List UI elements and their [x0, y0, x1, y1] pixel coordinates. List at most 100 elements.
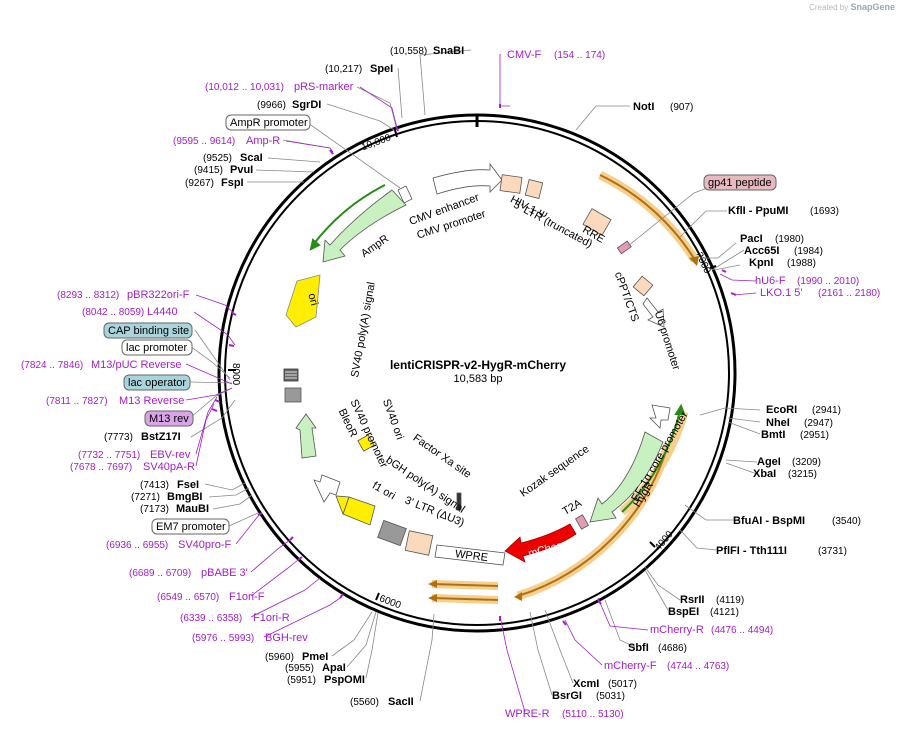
primer-site-mark: [297, 556, 303, 561]
plasmid-name: lentiCRISPR-v2-HygR-mCherry: [390, 358, 566, 372]
primer-leader: [185, 363, 233, 385]
enzyme-position: (3731): [818, 546, 847, 557]
leader-line: [644, 569, 669, 611]
leader-line: [679, 529, 718, 551]
boxed-label-m13-rev: M13 rev: [149, 413, 189, 425]
leader-line: [727, 421, 761, 435]
snapgene-watermark: Created by SnapGene: [809, 2, 895, 12]
primer-labels: CMV-F (154 .. 174) (10,012 .. 10,031) pR…: [21, 49, 880, 720]
ltr-box-2: [524, 179, 544, 199]
arrow-head: [689, 256, 699, 266]
enzyme-position: (4119): [716, 595, 744, 606]
primer-leaders: [185, 54, 757, 713]
primer-position: (7678 .. 7697): [70, 462, 132, 473]
primer-leader: [185, 387, 233, 401]
feature-label: WPRE: [454, 548, 488, 564]
primer-name: pBABE 3': [201, 567, 248, 579]
hygr-orf-line: [621, 409, 681, 513]
ltr3-box: [404, 530, 434, 556]
bleor-arrow-shape: [295, 413, 317, 459]
leader-line: [365, 612, 379, 679]
arrow-head: [674, 403, 686, 415]
feature-label: U6 promoter: [652, 310, 682, 372]
label-box: [123, 374, 191, 391]
leader-line: [529, 611, 553, 696]
snapgene-logo: SnapGene: [850, 2, 895, 12]
primer-leader: [195, 403, 215, 467]
primer-leader: [250, 539, 291, 573]
leader-line: [212, 494, 253, 510]
enzyme-name: ScaI: [240, 152, 263, 164]
leader-line: [575, 105, 630, 131]
primer-name: L4440: [147, 306, 178, 318]
leader-line: [307, 122, 401, 189]
enzyme-position: (9267): [185, 178, 214, 189]
gp41-box: [616, 240, 632, 255]
leader-line: [326, 103, 395, 131]
feature-label: Kozak sequence: [518, 443, 592, 499]
primer-leader: [597, 597, 649, 631]
enzyme-name: SnaBI: [433, 45, 464, 57]
enzyme-name: PflFI - Tth111I: [716, 545, 787, 557]
enzyme-position: (1980): [775, 234, 804, 245]
label-box: [103, 322, 193, 339]
primer-position: (2161 .. 2180): [818, 288, 880, 299]
feature-label: AmpR: [359, 233, 391, 260]
primer-name: CMV-F: [507, 49, 542, 61]
enzyme-name: MauBI: [176, 503, 209, 515]
primer-position: (4744 .. 4763): [667, 661, 729, 672]
enzyme-name: SbfI: [628, 642, 649, 654]
primer-name: SV40pro-F: [178, 539, 231, 551]
primer-position: (7824 .. 7846): [21, 360, 83, 371]
enzyme-name: SpeI: [370, 63, 393, 75]
feature-label: f1 ori: [370, 480, 397, 503]
ef1a-arrow-shape: [649, 404, 671, 429]
primer-leader: [195, 294, 237, 316]
enzyme-position: (9525): [203, 153, 232, 164]
enzyme-name: XcmI: [573, 678, 599, 690]
label-box: [144, 410, 194, 427]
arrow-head: [514, 592, 522, 601]
enzyme-name: BmtI: [761, 429, 785, 441]
primer-position: (8042 .. 8059): [82, 307, 144, 318]
enzyme-position: (10,558): [390, 46, 427, 57]
primer-site-mark: [395, 125, 399, 132]
enzyme-name: ApaI: [322, 662, 346, 674]
leader-line: [544, 609, 574, 684]
enzyme-position: (3209): [792, 457, 821, 468]
leader-line: [267, 157, 321, 163]
enzyme-position: (2941): [812, 405, 841, 416]
primer-position: (5976 .. 5993): [192, 633, 254, 644]
orf-mcherry-line: [517, 444, 669, 597]
tick-mark: [394, 129, 398, 138]
enzyme-name: PvuI: [230, 164, 253, 176]
leader-line: [699, 407, 761, 416]
sv40pro-arrow-shape: [313, 474, 341, 503]
primer-site-mark: [289, 536, 294, 541]
leader-line: [208, 487, 250, 498]
leader-line: [644, 566, 681, 601]
cmv-arrow-shape: [432, 162, 503, 195]
primer-name: WPRE-R: [505, 708, 550, 720]
primer-leader: [359, 86, 398, 129]
label-box: [225, 114, 311, 131]
primer-name: Amp-R: [246, 135, 280, 147]
enzyme-name: PacI: [740, 233, 763, 245]
primer-leader: [499, 615, 526, 713]
cppt-box: [632, 275, 654, 297]
ori-arrow-shape: [285, 274, 321, 328]
enzyme-name: KpnI: [749, 257, 773, 269]
enzyme-name: BspEI: [668, 606, 699, 618]
primer-name: hU6-F: [755, 275, 786, 287]
primer-name: EBV-rev: [150, 449, 191, 461]
enzyme-position: (3540): [832, 516, 861, 527]
primer-name: pRS-marker: [294, 81, 354, 93]
enzyme-name: Acc65I: [744, 245, 779, 257]
enzyme-position: (9966): [257, 100, 286, 111]
enzyme-name: KflI - PpuMI: [728, 205, 789, 217]
enzyme-position: (907): [670, 102, 693, 113]
leader-line: [700, 242, 737, 259]
enzyme-name: NotI: [633, 101, 654, 113]
enzyme-position: (7773): [104, 432, 133, 443]
leader-line: [419, 613, 435, 702]
